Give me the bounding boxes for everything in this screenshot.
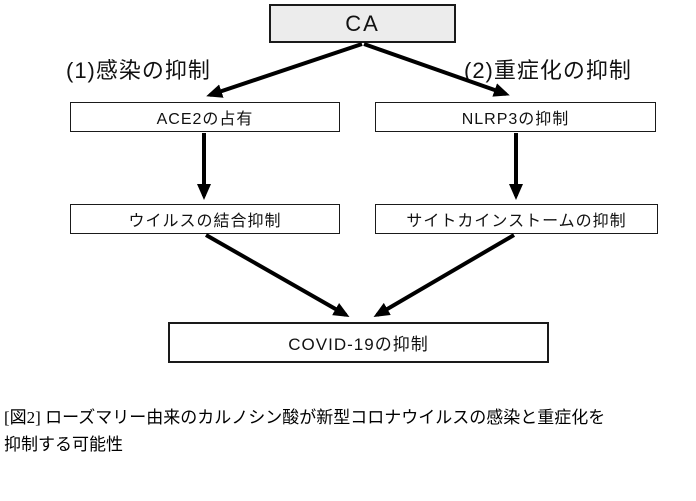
node-nlrp3-inhibition: NLRP3の抑制 (375, 102, 656, 132)
figure-caption-line1: [図2] ローズマリー由来のカルノシン酸が新型コロナウイルスの感染と重症化を (4, 408, 606, 427)
node-ca: CA (269, 4, 456, 43)
node-covid19-suppression: COVID-19の抑制 (168, 322, 549, 363)
node-ace2-occupation: ACE2の占有 (70, 102, 340, 132)
figure-caption: [図2] ローズマリー由来のカルノシン酸が新型コロナウイルスの感染と重症化を 抑… (4, 404, 692, 458)
left-branch-label: (1)感染の抑制 (66, 58, 211, 83)
arrow-virus-to-covid-icon (205, 233, 350, 317)
right-branch-label: (2)重症化の抑制 (464, 58, 632, 83)
figure-caption-line2: 抑制する可能性 (4, 435, 123, 454)
node-cytokine-storm-inhibition: サイトカインストームの抑制 (375, 204, 658, 234)
arrow-ca-to-ace2-icon (206, 42, 363, 98)
arrow-cytokine-to-covid-icon (373, 233, 516, 318)
node-virus-binding-inhibition: ウイルスの結合抑制 (70, 204, 340, 234)
